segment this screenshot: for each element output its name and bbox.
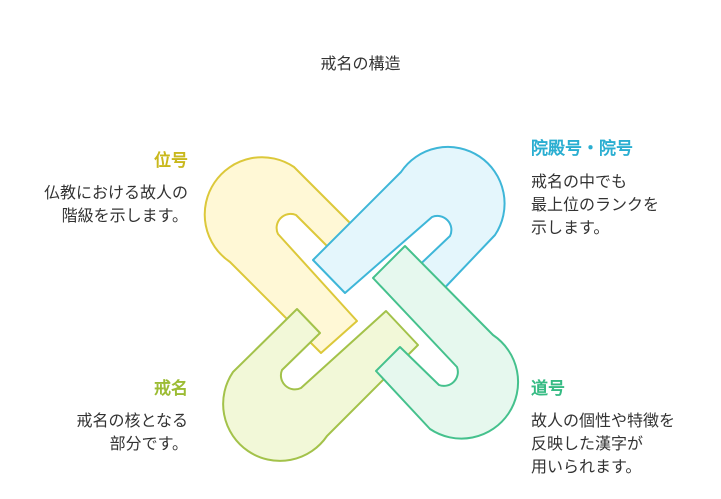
diagram-title: 戒名の構造 [320, 54, 401, 73]
link-top-right-shape [312, 145, 506, 299]
link-top-left-shape [203, 156, 358, 354]
link-bottom-left-shape [222, 308, 419, 462]
section-description-bottom-left: 戒名の核となる 部分です。 [76, 411, 188, 453]
section-description-top-left: 仏教における故人の 階級を示します。 [43, 183, 188, 225]
link-bottom-right-shape [372, 245, 520, 440]
section-heading-bottom-right: 道号 [531, 379, 565, 399]
section-heading-top-left: 位号 [154, 151, 188, 171]
section-description-top-right: 戒名の中でも 最上位のランクを 示します。 [531, 172, 660, 237]
section-description-bottom-right: 故人の個性や特徴を 反映した漢字が 用いられます。 [531, 411, 676, 476]
section-heading-top-right: 院殿号・院号 [531, 139, 633, 159]
section-heading-bottom-left: 戒名 [154, 379, 188, 399]
